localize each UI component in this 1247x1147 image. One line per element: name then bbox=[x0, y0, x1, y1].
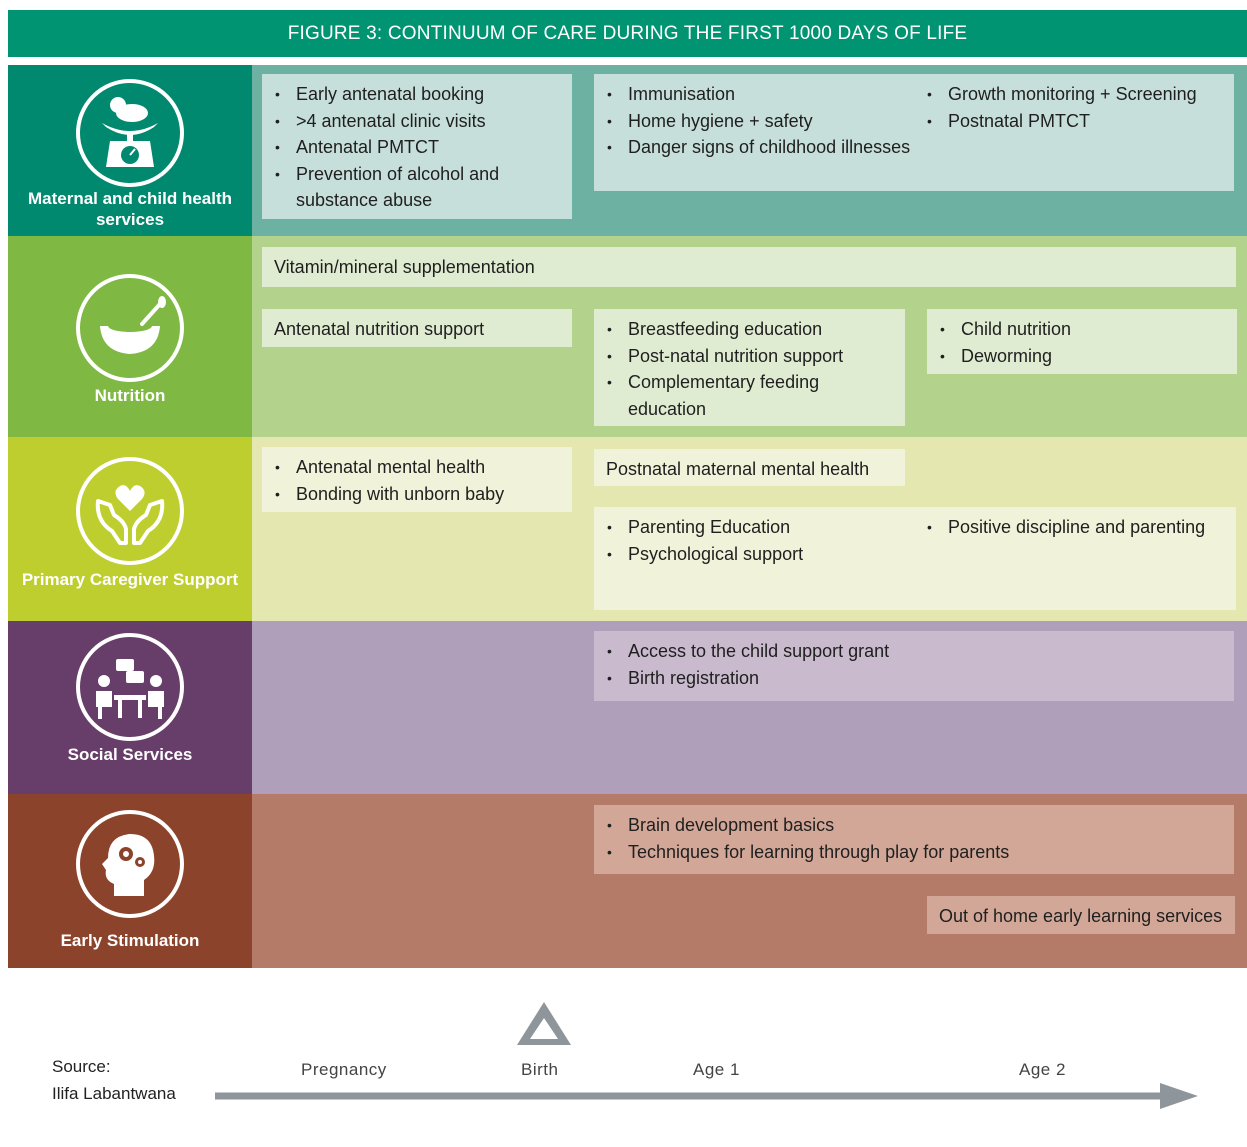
row-label-stimulation: Early Stimulation bbox=[8, 794, 252, 968]
list-item: Immunisation bbox=[604, 81, 924, 108]
bowl-icon bbox=[76, 274, 184, 382]
meeting-icon bbox=[76, 633, 184, 741]
row-label-nutrition: Nutrition bbox=[8, 236, 252, 437]
list-item: Parenting Education bbox=[604, 514, 924, 541]
row-label-text: Early Stimulation bbox=[60, 931, 200, 950]
list-item: Brain development basics bbox=[604, 812, 1224, 839]
source-note: Source: Ilifa Labantwana bbox=[52, 1053, 176, 1107]
box-text: Out of home early learning services bbox=[939, 906, 1223, 926]
tick-age-2: Age 2 bbox=[1019, 1060, 1066, 1079]
list-item: Post-natal nutrition support bbox=[604, 343, 895, 370]
list-item: Home hygiene + safety bbox=[604, 108, 924, 135]
nutrition-postnatal-box: Breastfeeding education Post-natal nutri… bbox=[594, 309, 905, 426]
row-label-text: Nutrition bbox=[94, 386, 166, 405]
baby-scale-icon bbox=[76, 79, 184, 187]
box-text: Vitamin/mineral supplementation bbox=[274, 257, 535, 277]
maternal-antenatal-box: Early antenatal booking >4 antenatal cli… bbox=[262, 74, 572, 219]
list-item: Growth monitoring + Screening bbox=[924, 81, 1224, 108]
stimulation-out-of-home-box: Out of home early learning services bbox=[927, 896, 1235, 934]
list-item: Complementary feeding education bbox=[604, 369, 895, 422]
hands-heart-icon bbox=[76, 457, 184, 565]
tick-pregnancy: Pregnancy bbox=[301, 1060, 387, 1079]
list-item: Psychological support bbox=[604, 541, 924, 568]
row-label-caregiver: Primary Caregiver Support bbox=[8, 437, 252, 621]
caregiver-postnatal-box: Postnatal maternal mental health bbox=[594, 449, 905, 486]
tick-birth: Birth bbox=[521, 1060, 559, 1079]
list-item: Access to the child support grant bbox=[604, 638, 1224, 665]
caregiver-antenatal-box: Antenatal mental health Bonding with unb… bbox=[262, 447, 572, 512]
social-grant-box: Access to the child support grant Birth … bbox=[594, 631, 1234, 701]
stimulation-brain-box: Brain development basics Techniques for … bbox=[594, 805, 1234, 874]
source-name: Ilifa Labantwana bbox=[52, 1084, 176, 1103]
list-item: Child nutrition bbox=[937, 316, 1227, 343]
head-gears-icon bbox=[76, 810, 184, 918]
maternal-postnatal-box: Immunisation Home hygiene + safety Dange… bbox=[594, 74, 1234, 191]
nutrition-child-box: Child nutrition Deworming bbox=[927, 309, 1237, 374]
list-item: Birth registration bbox=[604, 665, 1224, 692]
list-item: Postnatal PMTCT bbox=[924, 108, 1224, 135]
list-item: Positive discipline and parenting bbox=[924, 514, 1224, 541]
panel-caregiver: Antenatal mental health Bonding with unb… bbox=[252, 437, 1247, 621]
panel-stimulation: Brain development basics Techniques for … bbox=[252, 794, 1247, 968]
list-item: Danger signs of childhood illnesses bbox=[604, 134, 924, 161]
list-item: Breastfeeding education bbox=[604, 316, 895, 343]
nutrition-supplementation-box: Vitamin/mineral supplementation bbox=[262, 247, 1236, 287]
list-item: Deworming bbox=[937, 343, 1227, 370]
list-item: Prevention of alcohol and substance abus… bbox=[272, 161, 562, 214]
timeline-arrow-head bbox=[1160, 1083, 1198, 1109]
list-item: Antenatal PMTCT bbox=[272, 134, 562, 161]
source-label: Source: bbox=[52, 1057, 111, 1076]
nutrition-antenatal-box: Antenatal nutrition support bbox=[262, 309, 572, 347]
row-label-text: Primary Caregiver Support bbox=[21, 570, 239, 589]
caregiver-parenting-box: Parenting Education Psychological suppor… bbox=[594, 507, 1236, 610]
row-label-text: Social Services bbox=[67, 745, 193, 764]
panel-maternal: Early antenatal booking >4 antenatal cli… bbox=[252, 65, 1247, 236]
row-label-social: Social Services bbox=[8, 621, 252, 794]
row-label-text: Maternal and child health services bbox=[27, 189, 233, 229]
row-label-maternal: Maternal and child health services bbox=[8, 65, 252, 236]
list-item: Early antenatal booking bbox=[272, 81, 562, 108]
list-item: >4 antenatal clinic visits bbox=[272, 108, 562, 135]
panel-social: Access to the child support grant Birth … bbox=[252, 621, 1247, 794]
tick-age-1: Age 1 bbox=[693, 1060, 740, 1079]
figure-title: FIGURE 3: CONTINUUM OF CARE DURING THE F… bbox=[8, 10, 1247, 57]
box-text: Postnatal maternal mental health bbox=[606, 459, 870, 479]
panel-nutrition: Vitamin/mineral supplementation Antenata… bbox=[252, 236, 1247, 437]
list-item: Antenatal mental health bbox=[272, 454, 562, 481]
list-item: Techniques for learning through play for… bbox=[604, 839, 1224, 866]
list-item: Bonding with unborn baby bbox=[272, 481, 562, 508]
box-text: Antenatal nutrition support bbox=[274, 319, 485, 339]
